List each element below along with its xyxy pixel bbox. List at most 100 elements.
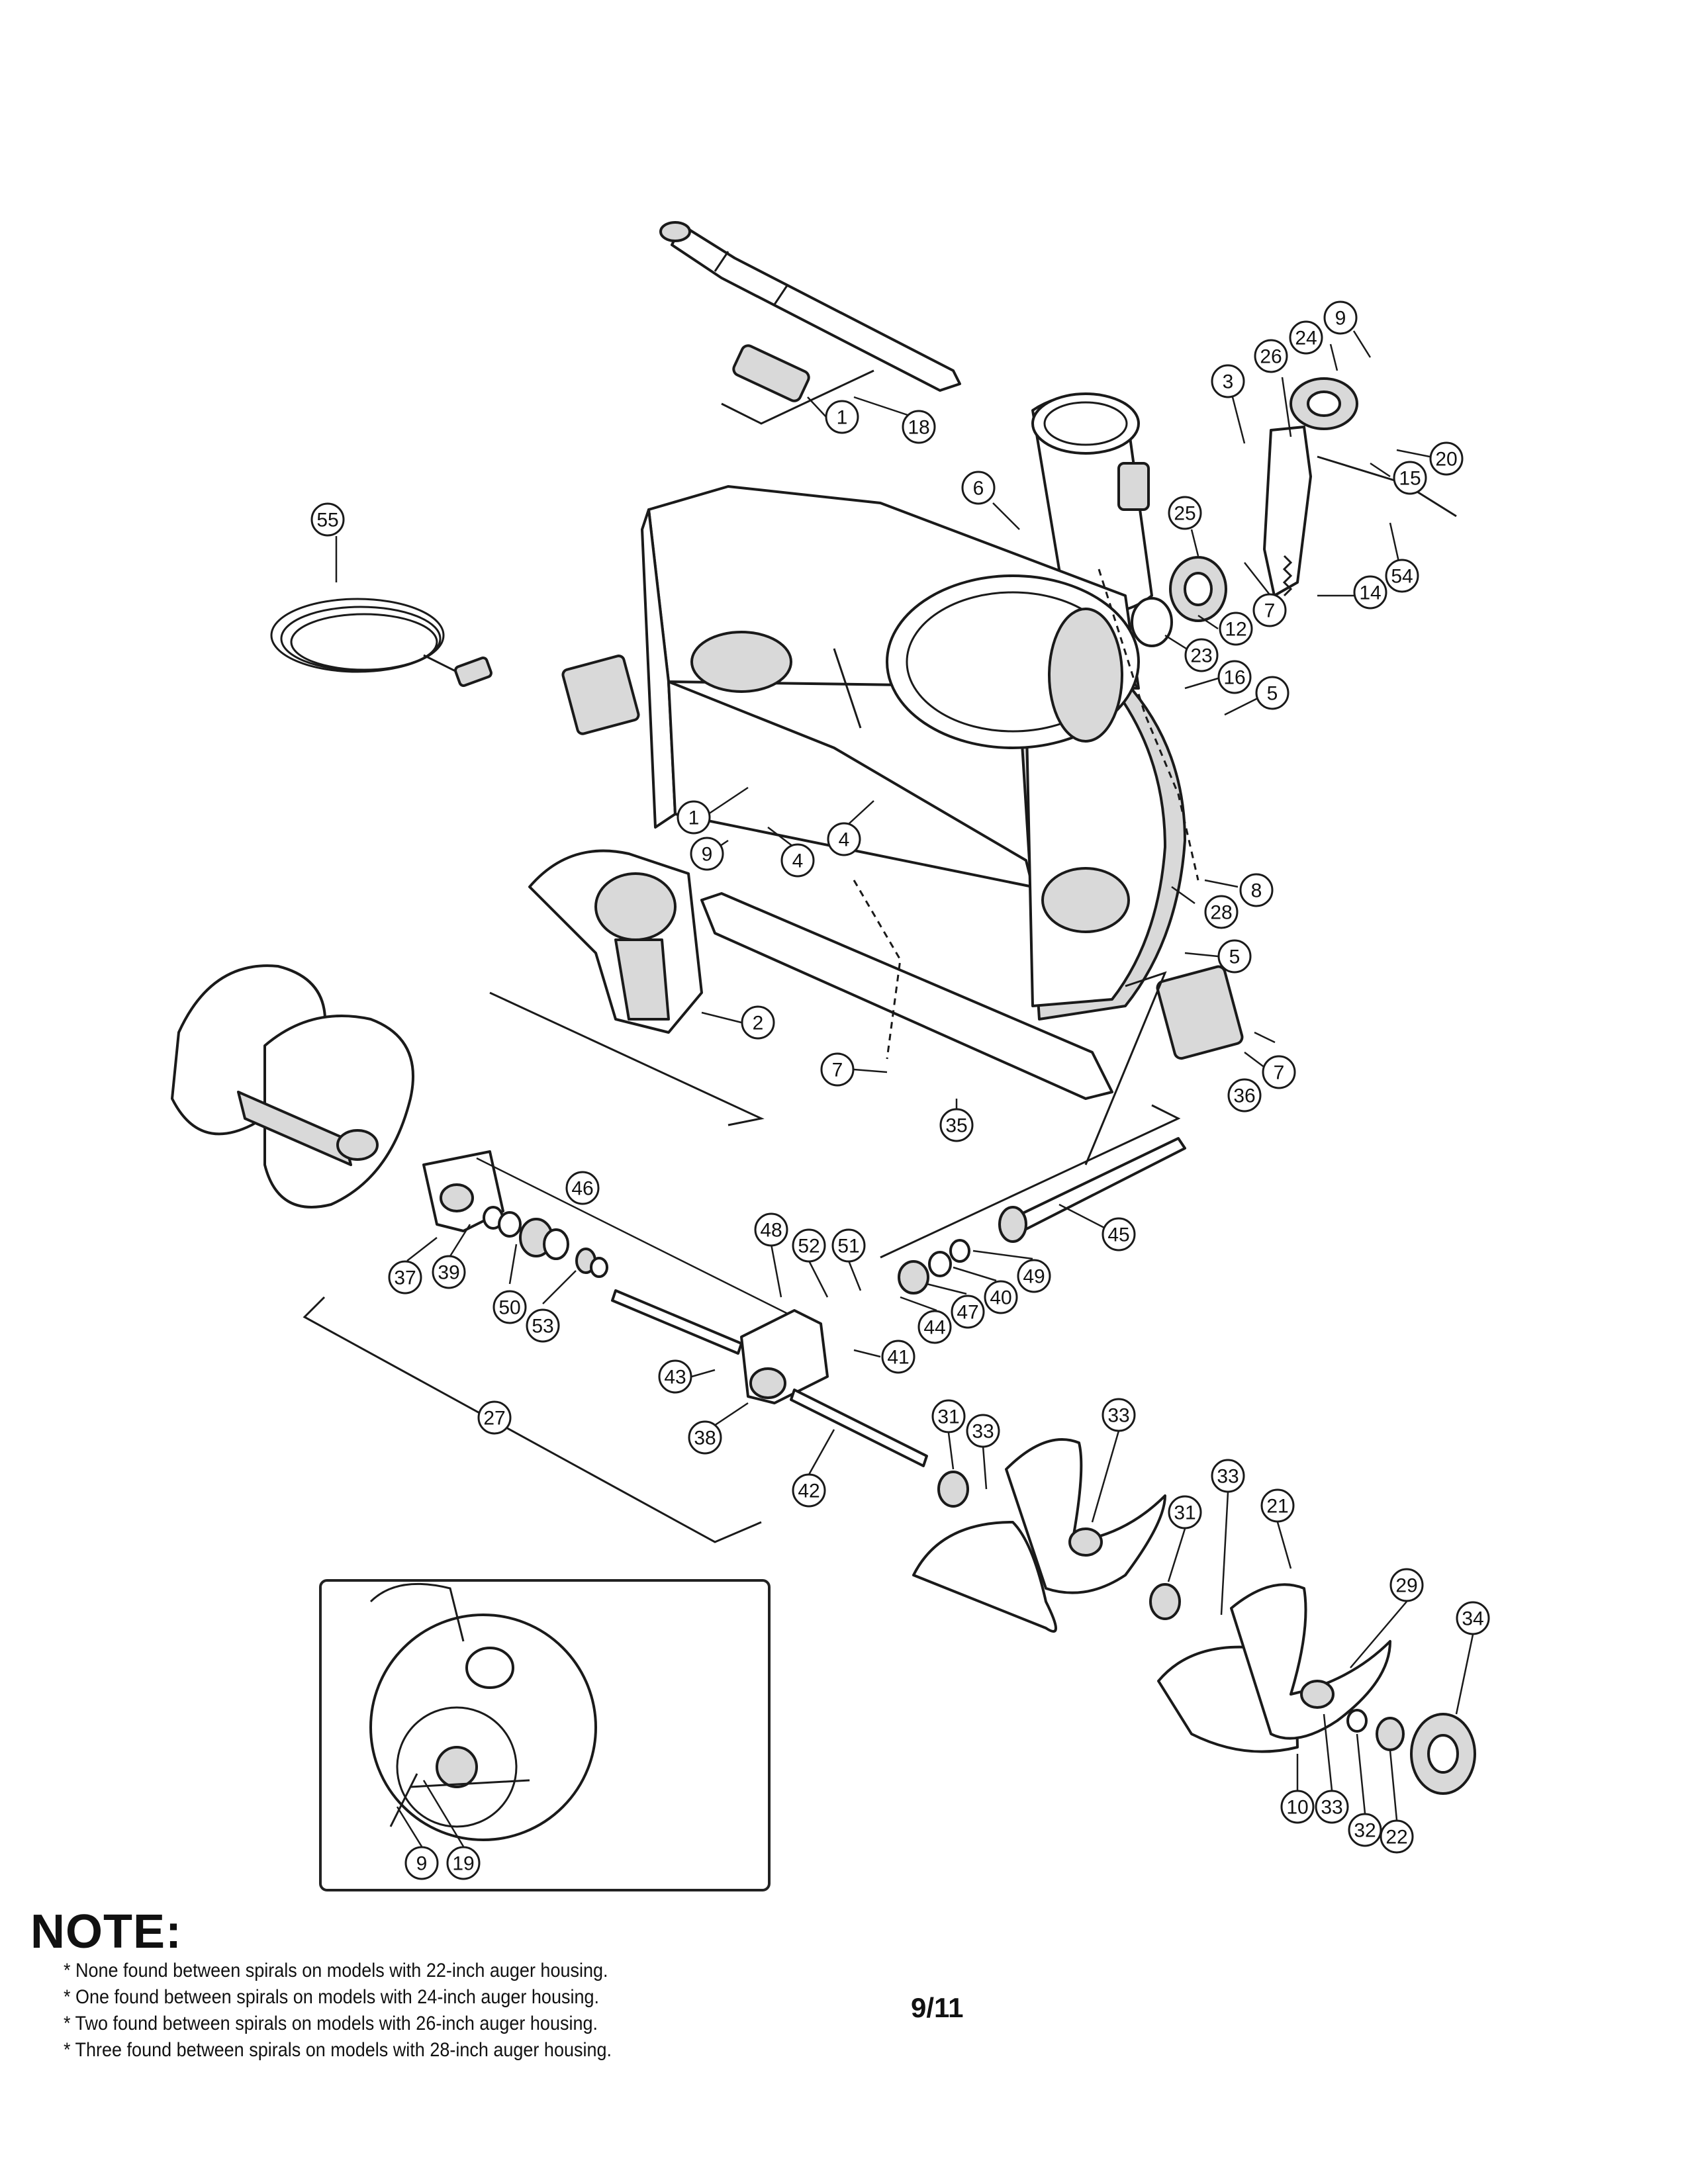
callout-40: 40 [984,1280,1018,1314]
svg-text:43: 43 [664,1367,686,1388]
callout-33-right-top: 33 [1211,1459,1245,1493]
callout-33-center-top: 33 [1102,1398,1136,1432]
callout-35-shave-plate: 35 [939,1108,974,1142]
callout-6: 6 [961,471,996,505]
svg-text:1: 1 [837,407,848,429]
svg-text:15: 15 [1399,468,1421,490]
callout-8: 8 [1239,873,1274,907]
callout-leaders [335,330,1474,1847]
svg-text:23: 23 [1190,645,1212,667]
callout-3: 3 [1211,364,1245,398]
callout-52: 52 [792,1228,826,1263]
callout-21: 21 [1260,1488,1295,1523]
callout-55-power-cord: 55 [310,502,345,537]
auger-assembly-bracket-27 [303,1296,762,1543]
gear-housing-part-38 [740,1309,829,1404]
svg-text:8: 8 [1251,880,1262,902]
callout-19-inset: 19 [446,1846,481,1880]
callout-15: 15 [1393,461,1427,495]
svg-text:16: 16 [1223,667,1245,689]
svg-text:44: 44 [923,1317,945,1339]
callout-54: 54 [1385,559,1419,593]
washer-part-32 [1346,1709,1368,1733]
callout-18-drive-shaft: 18 [902,410,936,444]
power-cord-part-55 [270,598,492,687]
inset-belt-detail [369,1582,597,1841]
svg-text:14: 14 [1359,582,1381,604]
svg-text:22: 22 [1385,1827,1407,1848]
callout-7-plate: 7 [820,1052,855,1087]
callout-49: 49 [1017,1259,1051,1293]
callout-9-top: 9 [1323,300,1358,335]
dashed-leader-28 [1098,569,1199,881]
shave-plate-part-35 [489,892,1113,1126]
page-number: 9/11 [911,1992,964,2023]
svg-text:53: 53 [532,1316,553,1338]
svg-text:51: 51 [837,1236,859,1257]
svg-text:41: 41 [887,1347,909,1369]
svg-text:5: 5 [1267,683,1278,705]
svg-text:33: 33 [1217,1466,1239,1488]
flange-bearing-part-34 [1410,1713,1476,1795]
svg-text:39: 39 [438,1262,459,1284]
bearing-part-23 [1131,597,1173,647]
svg-text:26: 26 [1260,346,1282,368]
svg-text:7: 7 [1274,1062,1285,1084]
svg-text:29: 29 [1395,1575,1417,1597]
callout-48: 48 [754,1212,788,1247]
svg-text:54: 54 [1391,566,1413,588]
callout-53: 53 [526,1308,560,1343]
svg-text:2: 2 [753,1013,764,1034]
auger-shaft-part-42 [611,1289,928,1467]
svg-text:33: 33 [972,1421,994,1443]
svg-text:1: 1 [688,807,700,829]
svg-text:19: 19 [452,1853,474,1875]
spring-part-14 [1282,555,1293,597]
svg-text:20: 20 [1435,449,1457,471]
svg-text:33: 33 [1107,1405,1129,1427]
svg-text:5: 5 [1229,946,1241,968]
svg-text:9: 9 [416,1853,428,1875]
callout-33-center-left: 33 [966,1414,1000,1448]
auger-housing-part-28 [641,485,1186,1021]
svg-text:36: 36 [1233,1085,1255,1107]
callout-29: 29 [1389,1568,1424,1602]
left-auger-spiral [171,964,414,1208]
callout-24: 24 [1289,320,1323,355]
svg-text:34: 34 [1462,1608,1483,1630]
callout-39: 39 [432,1255,466,1289]
svg-text:32: 32 [1354,1820,1376,1842]
right-auger-spiral-center [912,1438,1166,1633]
bearing-flange-part-25 [1169,556,1227,622]
svg-text:25: 25 [1174,503,1196,525]
svg-text:3: 3 [1223,371,1234,393]
svg-text:12: 12 [1225,619,1246,641]
callout-44: 44 [917,1310,952,1344]
callout-27-auger-assembly: 27 [477,1400,512,1435]
callout-43: 43 [658,1359,692,1394]
note-line: * One found between spirals on models wi… [64,1986,600,2008]
callout-31-center: 31 [931,1399,966,1433]
note-heading: NOTE: [30,1905,182,1958]
svg-text:4: 4 [792,850,804,872]
callout-32: 32 [1348,1813,1382,1847]
svg-text:37: 37 [394,1267,416,1289]
pulley-bracket-part-26 [1263,426,1312,597]
svg-text:35: 35 [945,1115,967,1137]
callout-4-right: 4 [827,822,861,856]
svg-text:27: 27 [483,1408,505,1430]
svg-text:42: 42 [798,1480,820,1502]
callout-5-upper: 5 [1255,676,1289,710]
discharge-chute [1031,392,1153,615]
callout-9-housing: 9 [690,837,724,871]
svg-text:31: 31 [1174,1502,1196,1524]
callout-31-right: 31 [1168,1495,1202,1529]
callout-7-bracket: 7 [1252,593,1287,627]
svg-text:46: 46 [571,1178,593,1200]
callout-9-inset: 9 [404,1846,439,1880]
svg-text:18: 18 [908,417,929,439]
svg-text:7: 7 [1264,600,1276,622]
callout-23: 23 [1184,638,1219,672]
callout-33-right-bottom: 33 [1315,1790,1349,1824]
